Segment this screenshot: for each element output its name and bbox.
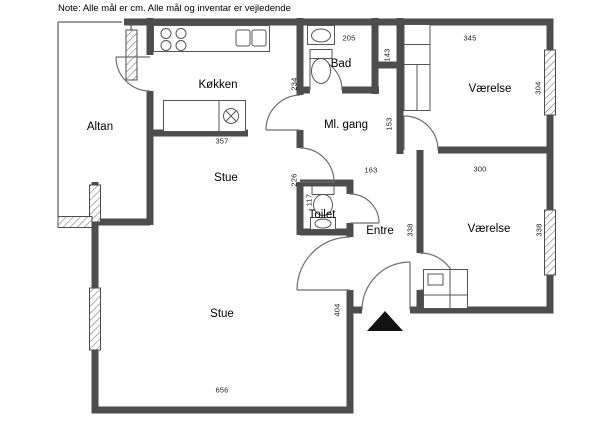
room-label-vaerelse-ost: Værelse (467, 223, 511, 235)
bath-toilet-icon (309, 49, 333, 84)
room-label-entre: Entre (366, 225, 394, 237)
room-label-altan: Altan (86, 121, 114, 133)
room-label-vaerelse-nord: Værelse (468, 83, 512, 95)
window-icon (544, 209, 556, 276)
room-label-stue-upper: Stue (214, 172, 238, 184)
window-icon (544, 49, 556, 116)
dim-bad-width: 205 (342, 33, 356, 43)
stove-burner-icon (160, 28, 172, 39)
sink-basin-icon (251, 29, 267, 47)
dim-vaerelse-ost-height: 338 (534, 223, 544, 237)
furniture (153, 24, 468, 309)
dim-vaerelse-nord-width: 345 (463, 33, 477, 43)
door-kitchen (265, 94, 301, 131)
window-icon (89, 287, 101, 351)
sink-basin-icon (235, 29, 251, 47)
dim-entre-height: 338 (405, 223, 415, 237)
wardrobe-icon (403, 24, 431, 111)
wc-sink-icon (310, 217, 336, 230)
door-balcony (115, 56, 151, 92)
dim-stue-upper-height: 226 (289, 173, 299, 187)
dim-ml-gang-height: 153 (384, 117, 394, 131)
dim-entre-width: 163 (364, 165, 378, 175)
door-livingroom-entre (296, 236, 351, 291)
dim-kokken-width: 357 (215, 136, 229, 146)
kitchen-island-icon (163, 100, 246, 132)
door-toilet (349, 193, 380, 224)
note-text: Note: Alle mål er cm. Alle mål og invent… (58, 3, 291, 14)
dim-stue-height: 404 (332, 303, 342, 317)
room-label-bad: Bad (330, 58, 352, 70)
dim-vaerelse-nord-height: 304 (533, 81, 543, 95)
window-icon (89, 184, 101, 223)
door-bedroom-north (403, 115, 439, 151)
dim-kokken-height: 234 (289, 77, 299, 91)
dresser-icon (423, 269, 468, 309)
room-label-kokken: Køkken (198, 79, 238, 91)
windows (57, 29, 556, 351)
stove-burner-icon (175, 28, 187, 39)
bath-sink-icon (307, 25, 335, 45)
room-label-ml-gang: Ml. gang (323, 119, 369, 131)
stove-burner-icon (160, 40, 172, 51)
window-icon (125, 29, 138, 81)
dim-skab-width: 143 (382, 48, 392, 62)
window-icon (57, 216, 93, 228)
stove-burner-icon (175, 40, 187, 51)
room-label-stue-lower: Stue (210, 308, 234, 320)
dim-toilet-height: 117 (304, 193, 314, 207)
wc-toilet-icon (311, 185, 335, 216)
room-label-toilet: Toilet (308, 209, 336, 221)
door-livingroom-hall (299, 147, 335, 183)
dim-stue-width: 656 (215, 385, 229, 395)
dim-vaerelse-ost-width: 300 (473, 164, 487, 174)
entrance-arrow-icon (367, 311, 403, 331)
door-entrance (361, 261, 411, 311)
kitchen-counter-icon (153, 25, 270, 52)
